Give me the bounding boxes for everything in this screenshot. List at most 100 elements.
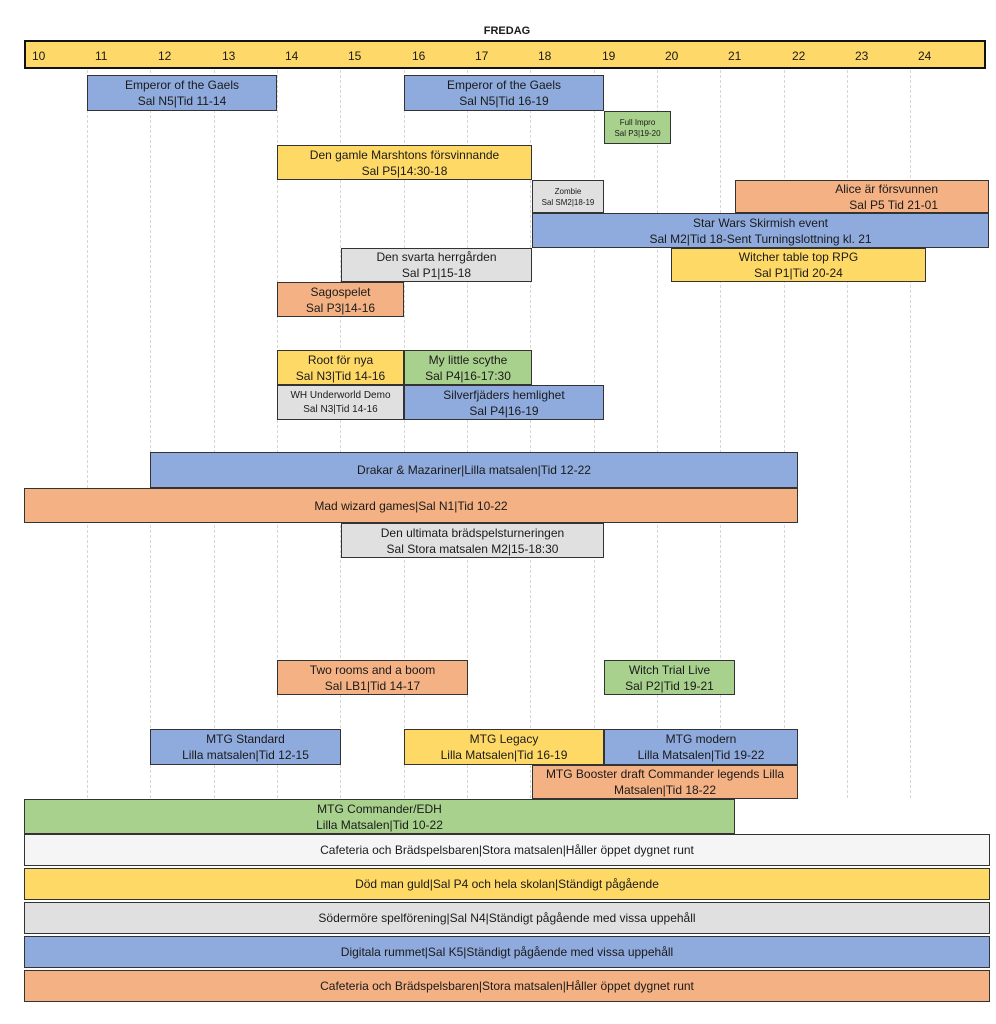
event-title: MTG modern — [665, 732, 737, 746]
hour-label: 21 — [728, 49, 742, 63]
event-details: Sal N3|Tid 14-16 — [303, 403, 378, 415]
grid-line — [594, 70, 595, 798]
grid-line — [87, 70, 88, 798]
grid-line — [847, 70, 848, 798]
event-mtg-commander[interactable]: MTG Commander/EDH Lilla Matsalen|Tid 10-… — [24, 799, 735, 834]
event-sagospelet[interactable]: Sagospelet Sal P3|14-16 — [277, 282, 404, 317]
event-title: Full Impro — [619, 117, 656, 127]
event-title: Alice är försvunnen — [835, 181, 938, 196]
event-title: Silverfjäders hemlighet — [443, 387, 565, 402]
event-details: Sal P1|15-18 — [401, 266, 472, 280]
hour-label: 15 — [348, 49, 362, 63]
hour-label: 16 — [412, 49, 426, 63]
grid-line — [404, 70, 405, 798]
event-emperor-gaels-1[interactable]: Emperor of the Gaels Sal N5|Tid 11-14 — [87, 75, 277, 111]
event-my-little-scythe[interactable]: My little scythe Sal P4|16-17:30 — [404, 350, 532, 385]
ongoing-sodermore[interactable]: Södermöre spelförening|Sal N4|Ständigt p… — [24, 902, 990, 934]
event-title: Emperor of the Gaels — [124, 78, 240, 92]
event-marshtons[interactable]: Den gamle Marshtons försvinnande Sal P5|… — [277, 145, 532, 180]
event-details: Sal P3|19-20 — [614, 128, 661, 138]
event-witch-trial[interactable]: Witch Trial Live Sal P2|Tid 19-21 — [604, 660, 735, 695]
event-title: Star Wars Skirmish event — [693, 215, 828, 230]
event-details: Matsalen|Tid 18-22 — [613, 783, 717, 797]
event-details: Lilla Matsalen|Tid 16-19 — [440, 748, 568, 762]
event-title: WH Underworld Demo — [290, 389, 391, 401]
event-title: Emperor of the Gaels — [446, 78, 562, 92]
grid-line — [214, 70, 215, 798]
event-full-impro[interactable]: Full Impro Sal P3|19-20 — [604, 111, 671, 144]
event-title: MTG Standard — [206, 732, 285, 746]
event-root[interactable]: Root för nya Sal N3|Tid 14-16 — [277, 350, 404, 385]
event-svarta-herrgarden[interactable]: Den svarta herrgården Sal P1|15-18 — [341, 248, 532, 282]
event-details: Sal P5|14:30-18 — [361, 163, 448, 178]
hour-label: 11 — [95, 49, 108, 63]
event-mad-wizard[interactable]: Mad wizard games|Sal N1|Tid 10-22 — [24, 488, 798, 523]
hour-label: 22 — [792, 49, 806, 63]
ongoing-cafeteria-2[interactable]: Cafeteria och Brädspelsbaren|Stora matsa… — [24, 970, 990, 1002]
event-title: Den svarta herrgården — [376, 250, 497, 264]
hour-label: 12 — [158, 49, 172, 63]
event-details: Lilla matsalen|Tid 12-15 — [182, 748, 309, 762]
event-title: Witch Trial Live — [628, 662, 711, 677]
grid-line — [530, 70, 531, 798]
event-title: MTG Legacy — [469, 732, 539, 746]
grid-line — [657, 70, 658, 798]
event-mtg-booster-draft[interactable]: MTG Booster draft Commander legends Lill… — [532, 765, 798, 799]
event-title: MTG Commander/EDH — [317, 801, 442, 816]
hour-label: 13 — [222, 49, 236, 63]
ongoing-cafeteria-1[interactable]: Cafeteria och Brädspelsbaren|Stora matsa… — [24, 834, 990, 866]
event-title: Witcher table top RPG — [738, 250, 859, 264]
hour-label: 23 — [855, 49, 869, 63]
hour-label: 18 — [538, 49, 552, 63]
event-details: Sal P4|16-19 — [469, 403, 539, 418]
event-title: Sagospelet — [310, 284, 371, 299]
grid-line — [340, 70, 341, 798]
grid-line — [784, 70, 785, 798]
hour-label: 17 — [475, 49, 489, 63]
event-mtg-modern[interactable]: MTG modern Lilla Matsalen|Tid 19-22 — [604, 729, 798, 765]
event-details: Lilla Matsalen|Tid 10-22 — [316, 817, 443, 832]
event-details: Sal SM2|18-19 — [541, 197, 595, 207]
event-details: Sal P3|14-16 — [305, 300, 376, 315]
grid-line — [467, 70, 468, 798]
hour-label: 10 — [32, 49, 46, 63]
event-mtg-standard[interactable]: MTG Standard Lilla matsalen|Tid 12-15 — [150, 729, 341, 765]
event-details: Sal P5 Tid 21-01 — [849, 197, 938, 212]
page-title: FREDAG — [483, 25, 531, 37]
event-star-wars[interactable]: Star Wars Skirmish event Sal M2|Tid 18-S… — [532, 213, 989, 248]
event-details: Sal N5|Tid 16-19 — [459, 94, 549, 108]
event-details: Sal N3|Tid 14-16 — [295, 368, 386, 383]
event-emperor-gaels-2[interactable]: Emperor of the Gaels Sal N5|Tid 16-19 — [404, 75, 604, 111]
event-two-rooms[interactable]: Two rooms and a boom Sal LB1|Tid 14-17 — [277, 660, 468, 695]
event-details: Lilla Matsalen|Tid 19-22 — [637, 748, 765, 762]
event-ultimata-bradspel[interactable]: Den ultimata brädspelsturneringen Sal St… — [341, 523, 604, 558]
event-title: Den gamle Marshtons försvinnande — [309, 147, 500, 162]
event-details: Sal Stora matsalen M2|15-18:30 — [386, 541, 559, 556]
event-title: Den ultimata brädspelsturneringen — [380, 525, 565, 540]
event-title: Zombie — [554, 186, 582, 196]
event-details: Sal P4|16-17:30 — [425, 368, 511, 383]
event-silverfjaders[interactable]: Silverfjäders hemlighet Sal P4|16-19 — [404, 385, 604, 420]
event-title: Drakar & Mazariner|Lilla matsalen|Tid 12… — [357, 463, 591, 477]
hour-header: 10 11 12 13 14 15 16 17 18 19 20 21 22 2… — [24, 40, 986, 69]
event-drakar-mazariner[interactable]: Drakar & Mazariner|Lilla matsalen|Tid 12… — [150, 452, 798, 488]
event-alice[interactable]: Alice är försvunnen Sal P5 Tid 21-01 — [735, 180, 989, 213]
event-wh-underworld[interactable]: WH Underworld Demo Sal N3|Tid 14-16 — [277, 385, 404, 420]
event-title: Mad wizard games|Sal N1|Tid 10-22 — [314, 498, 508, 513]
event-details: Sal M2|Tid 18-Sent Turningslottning kl. … — [649, 231, 872, 246]
event-details: Sal LB1|Tid 14-17 — [324, 678, 421, 693]
event-mtg-legacy[interactable]: MTG Legacy Lilla Matsalen|Tid 16-19 — [404, 729, 604, 765]
hour-label: 20 — [665, 49, 679, 63]
ongoing-digitala-rummet[interactable]: Digitala rummet|Sal K5|Ständigt pågående… — [24, 936, 990, 968]
hour-label: 19 — [602, 49, 616, 63]
grid-line — [720, 70, 721, 798]
grid-line — [150, 70, 151, 798]
event-details: Sal P1|Tid 20-24 — [754, 266, 843, 280]
event-witcher[interactable]: Witcher table top RPG Sal P1|Tid 20-24 — [671, 248, 926, 282]
hour-label: 24 — [918, 49, 932, 63]
event-zombie[interactable]: Zombie Sal SM2|18-19 — [532, 180, 604, 213]
hour-label: 14 — [285, 49, 299, 63]
ongoing-dod-man-guld[interactable]: Död man guld|Sal P4 och hela skolan|Stän… — [24, 868, 990, 900]
event-title: Two rooms and a boom — [309, 662, 436, 677]
